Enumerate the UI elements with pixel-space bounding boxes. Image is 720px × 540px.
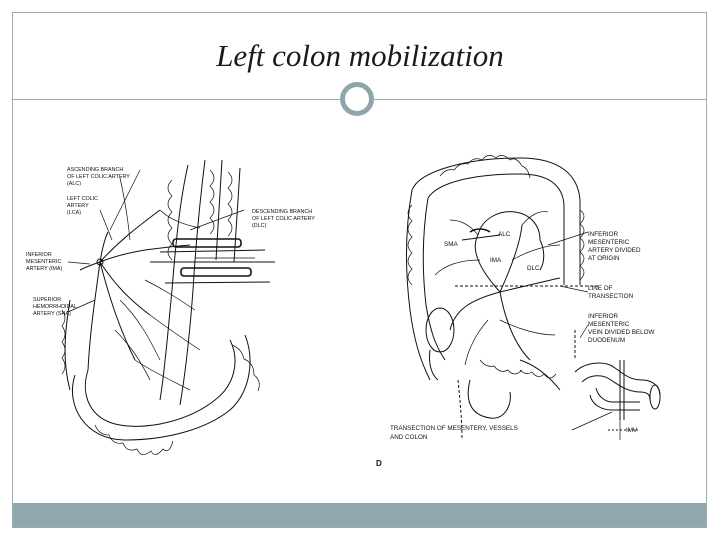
slide-title: Left colon mobilization — [216, 38, 504, 73]
label-sha: ARTERY (SHA) — [33, 311, 71, 317]
label-mesenteric: MESENTERIC — [26, 259, 61, 265]
caption-line-2: AND COLON — [390, 434, 428, 441]
label-alc: (ALC) — [67, 181, 81, 187]
left-colon-illustration: ASCENDING BRANCH OF LEFT COLIC ARTERY (A… — [26, 159, 315, 455]
footer-bar — [13, 503, 706, 527]
title-divider-right — [374, 99, 706, 100]
label-hemorrhoidal: HEMORRHOIDAL — [33, 304, 77, 310]
label-lca: (LCA) — [67, 210, 81, 216]
title-divider-left — [13, 99, 340, 100]
label-dlc-inner: DLC — [527, 265, 540, 272]
label-left-colic: LEFT COLIC — [67, 196, 98, 202]
label-of-left-colic-artery-2: OF LEFT COLIC ARTERY — [252, 216, 315, 222]
label-line-of: LINE OF — [588, 285, 613, 292]
label-imv: IMV — [626, 427, 638, 434]
ring-icon — [340, 82, 374, 116]
label-superior: SUPERIOR — [33, 297, 61, 303]
label-mesenteric-r1: MESENTERIC — [588, 239, 630, 246]
label-dlc: (DLC) — [252, 223, 267, 229]
panel-letter: D — [376, 459, 382, 468]
label-mesenteric-r2: MESENTERIC — [588, 321, 630, 328]
label-ima: ARTERY (IMA) — [26, 266, 62, 272]
label-transection: TRANSECTION — [588, 293, 634, 300]
label-duodenum: DUODENUM — [588, 337, 625, 344]
caption-line-1: TRANSECTION OF MESENTERY, VESSELS — [390, 425, 518, 432]
label-descending-branch: DESCENDING BRANCH — [252, 209, 312, 215]
label-sma: SMA — [444, 241, 458, 248]
label-inferior-r2: INFERIOR — [588, 313, 619, 320]
label-alc-inner: ALC — [498, 231, 511, 238]
label-at-origin: AT ORIGIN — [588, 255, 620, 262]
slide-frame — [12, 12, 707, 528]
label-inferior-r1: INFERIOR — [588, 231, 619, 238]
label-of-left-colic-artery: OF LEFT COLIC ARTERY — [67, 174, 130, 180]
label-inferior: INFERIOR — [26, 252, 52, 258]
label-artery-divided: ARTERY DIVIDED — [588, 247, 641, 254]
label-vein-divided-below: VEIN DIVIDED BELOW — [588, 329, 655, 336]
right-colon-illustration: ALC SMA IMA DLC INFERIOR MESENTERIC ARTE… — [376, 155, 661, 468]
label-ima-inner: IMA — [490, 257, 502, 264]
label-ascending-branch: ASCENDING BRANCH — [67, 167, 123, 173]
label-artery: ARTERY — [67, 203, 89, 209]
